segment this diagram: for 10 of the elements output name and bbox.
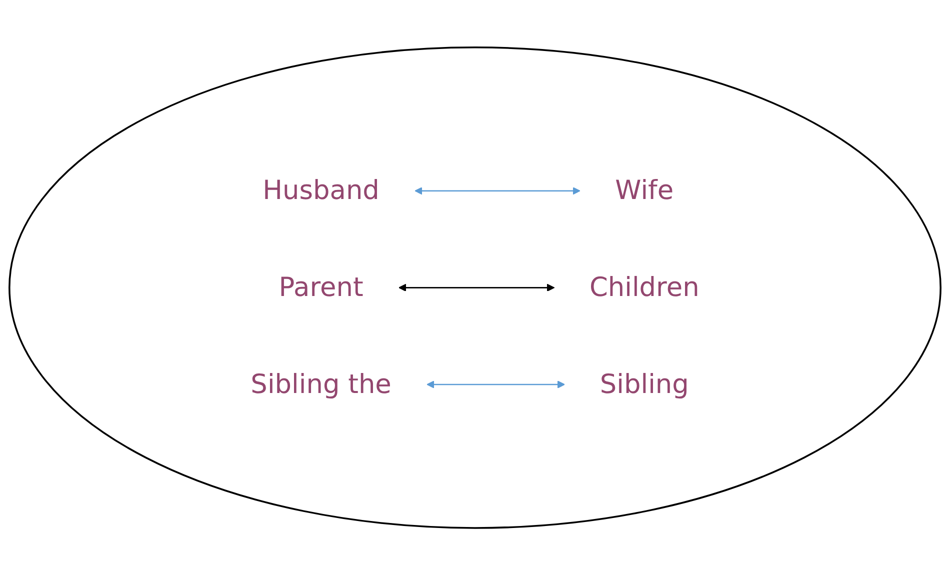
arrow: [426, 380, 566, 388]
node-text: Wife: [615, 175, 674, 206]
arrow: [414, 186, 580, 195]
cluster: [8, 46, 942, 529]
node-text: Sibling: [600, 368, 689, 400]
node-text: Husband: [262, 175, 380, 206]
node-text: Children: [589, 272, 700, 303]
node-text: Parent: [278, 272, 364, 303]
node-text: Sibling the: [250, 368, 392, 400]
arrow: [398, 284, 555, 292]
